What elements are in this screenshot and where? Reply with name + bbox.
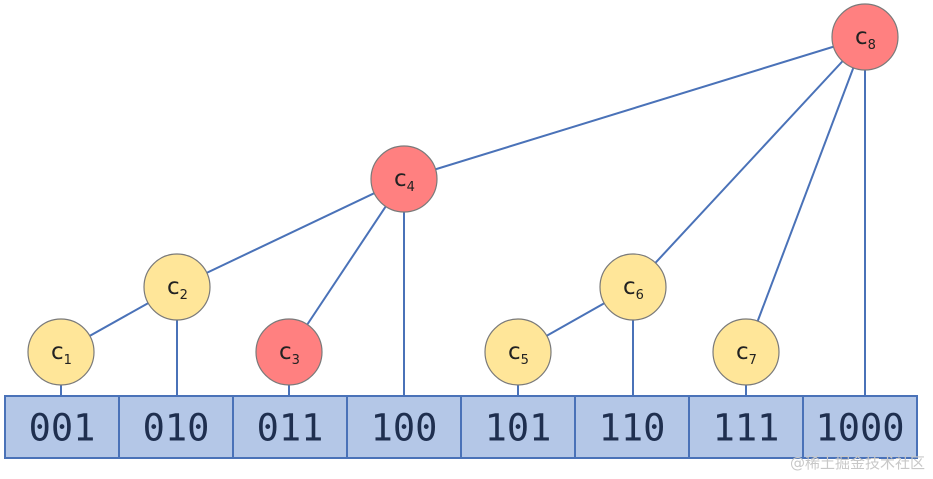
array-cell: 001 [4,395,120,459]
array-cell: 010 [118,395,234,459]
node-c2: c2 [143,253,211,321]
array-cell-label: 100 [371,407,438,450]
node-label: c7 [736,339,757,368]
array-cell-box [4,395,120,459]
edge-c4-c3 [288,178,405,353]
array-cell-label: 010 [143,407,210,450]
array-cell-label: 101 [485,407,552,450]
array-cell: 011 [232,395,348,459]
node-c5: c5 [484,318,552,386]
array-cell-box [688,395,804,459]
node-circle [143,253,211,321]
array-cell-label: 011 [257,407,324,450]
node-label: c4 [394,166,415,195]
node-label: c8 [855,24,876,53]
array-cells: 001 010 011 100 101 110 111 1000 [4,395,918,459]
node-label: c1 [51,339,72,368]
node-circle [599,253,667,321]
array-cell-label: 1000 [815,407,904,450]
array-cell-label: 110 [599,407,666,450]
edge-c4-c2 [176,178,405,288]
array-cell: 101 [460,395,576,459]
array-cell-box [802,395,918,459]
array-cell-box [232,395,348,459]
array-cell: 1000 [802,395,918,459]
node-circle [370,145,438,213]
node-label: c5 [508,339,529,368]
node-c1: c1 [27,318,95,386]
node-c7: c7 [712,318,780,386]
node-circle [27,318,95,386]
node-c6: c6 [599,253,667,321]
array-cell-box [346,395,462,459]
array-cell: 110 [574,395,690,459]
watermark: @稀土掘金技术社区 [789,454,925,472]
array-cell: 111 [688,395,804,459]
array-cell: 100 [346,395,462,459]
array-cell-label: 111 [713,407,780,450]
tree-nodes: c1 c2 c3 c4 c5 c6 c7 c8 [27,3,899,386]
array-cell-label: 001 [29,407,96,450]
node-c4: c4 [370,145,438,213]
node-circle [255,318,323,386]
node-label: c6 [623,274,644,303]
array-cell-box [460,395,576,459]
node-label: c2 [167,274,188,303]
edge-c8-c7 [745,36,866,353]
node-circle [712,318,780,386]
edge-c8-c6 [632,36,866,288]
node-label: c3 [279,339,300,368]
node-circle [831,3,899,71]
node-c8: c8 [831,3,899,71]
edges-layer [60,36,866,396]
node-c3: c3 [255,318,323,386]
array-cell-box [574,395,690,459]
edge-c8-c4 [403,36,866,180]
node-circle [484,318,552,386]
